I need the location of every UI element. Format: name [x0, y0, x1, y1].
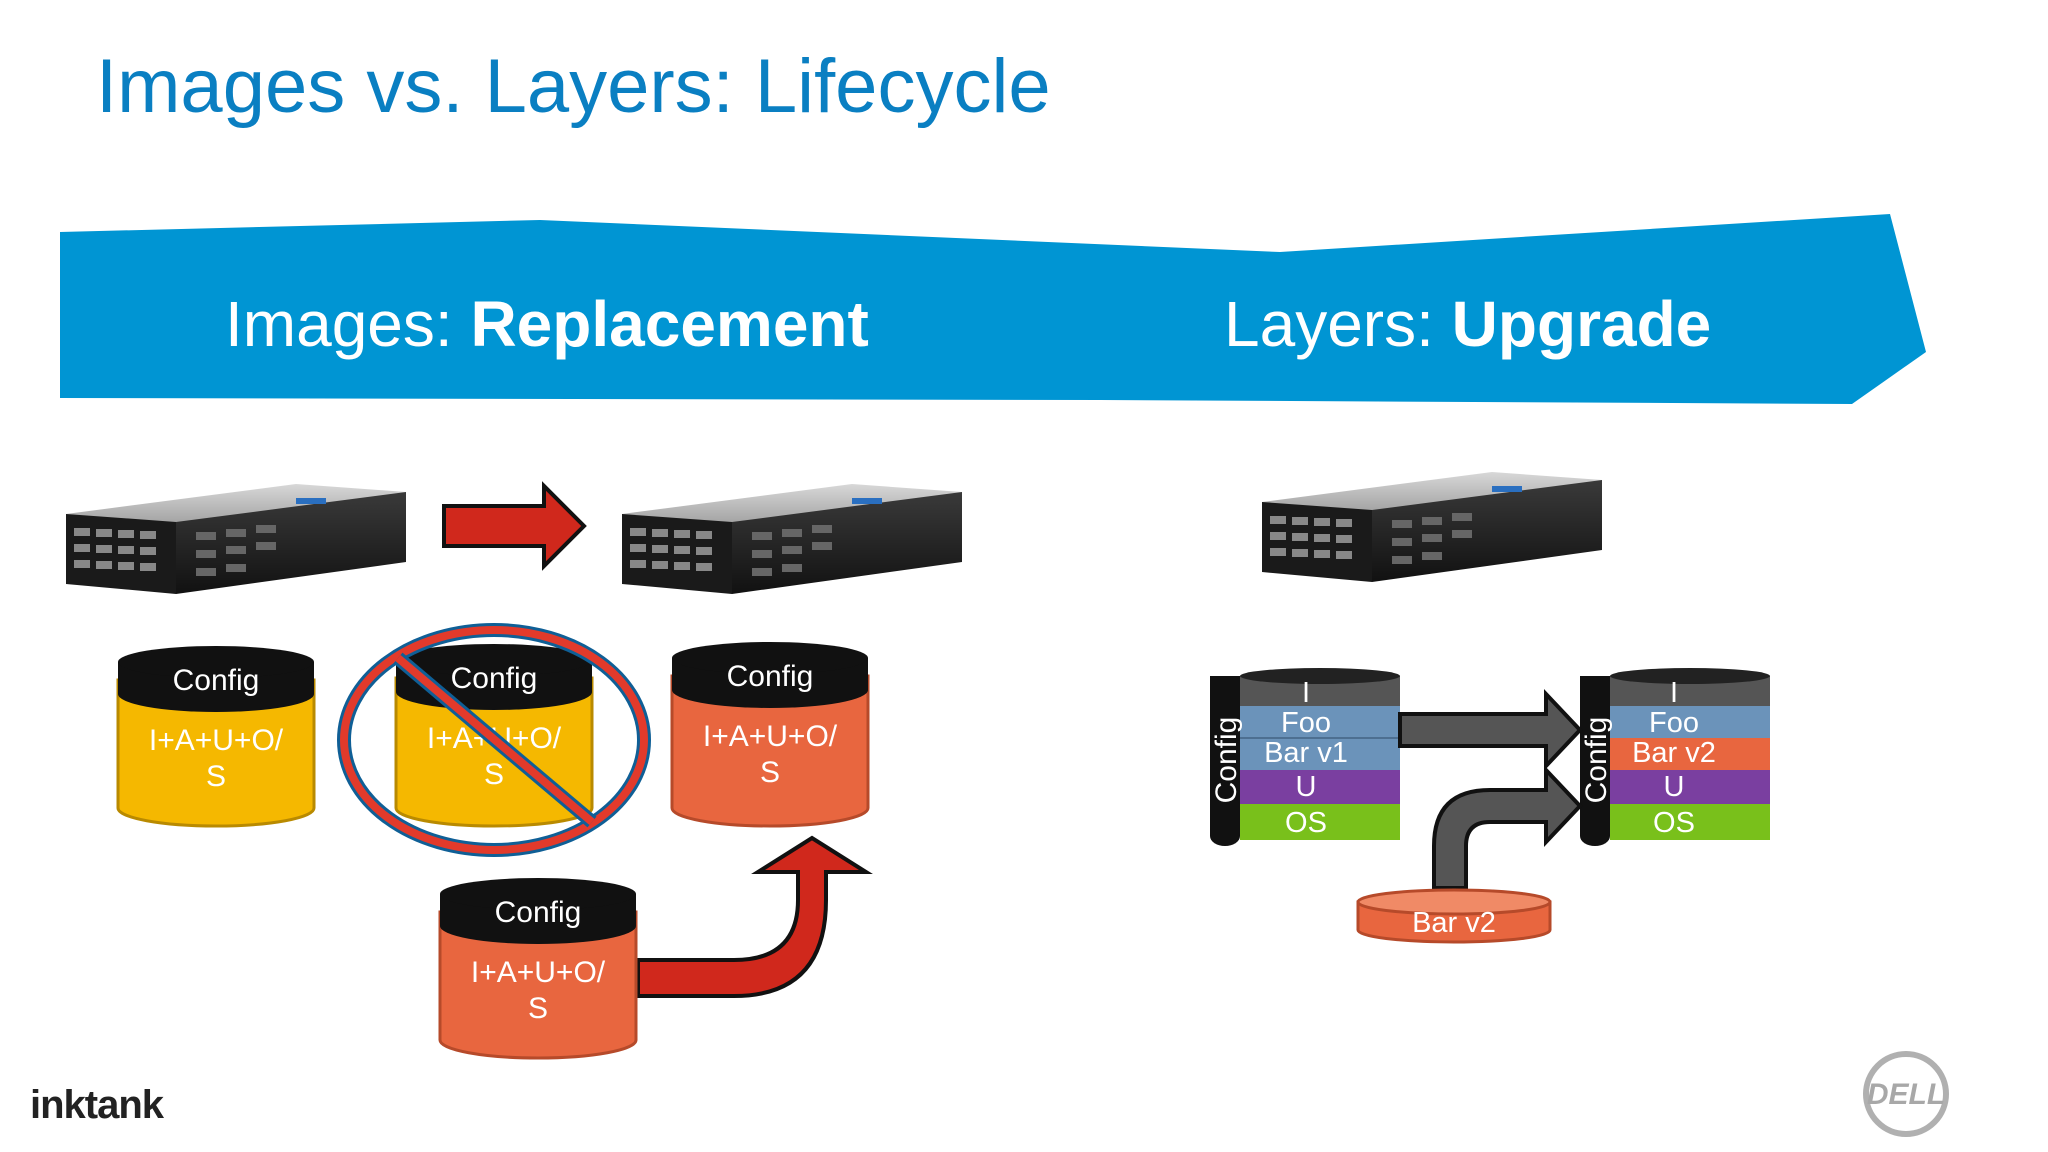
stack-before-side-label: Config — [1210, 717, 1243, 804]
stack-after-side-label: Config — [1580, 717, 1613, 804]
replace-arrow-right — [442, 481, 587, 571]
server-right — [1262, 472, 1602, 582]
banner-images-label: Images: Replacement — [225, 288, 869, 360]
drum-replacement: Config I+A+U+O/ S — [670, 642, 870, 828]
lifecycle-banner — [60, 214, 1926, 404]
server-left — [66, 484, 406, 594]
stack-after-layer-3: U — [1664, 771, 1685, 803]
patch-disk: Bar v2 — [1356, 888, 1552, 944]
banner-layers-label: Layers: Upgrade — [1224, 288, 1711, 360]
drum-crossed: Config I+A+U+O/ S — [337, 623, 651, 857]
server-middle — [622, 484, 962, 594]
drum-replacement-line1: I+A+U+O/ — [703, 720, 838, 753]
stack-after-layer-0: I — [1670, 677, 1678, 709]
drum-original-line2: S — [206, 760, 226, 793]
layer-stack-after: Config I Foo Bar v2 U OS — [1580, 668, 1770, 846]
stack-before-layer-3: U — [1296, 771, 1317, 803]
drum-crossed-line2: S — [484, 758, 504, 791]
stack-after-layer-2: Bar v2 — [1632, 737, 1716, 769]
patch-disk-label: Bar v2 — [1412, 907, 1496, 939]
stack-before-layer-0: I — [1302, 677, 1310, 709]
drum-incoming: Config I+A+U+O/ S — [438, 878, 638, 1060]
stack-before-layer-2: Bar v1 — [1264, 737, 1348, 769]
svg-text:DELL: DELL — [1867, 1078, 1945, 1111]
drum-original: Config I+A+U+O/ S — [116, 646, 316, 828]
stack-before-layer-1: Foo — [1281, 707, 1331, 739]
inktank-logo: inktank — [30, 1083, 165, 1127]
drum-incoming-line2: S — [528, 992, 548, 1025]
replace-arrow-curved — [636, 835, 873, 998]
drum-original-line1: I+A+U+O/ — [149, 724, 284, 757]
upgrade-arrow-curved — [1432, 764, 1583, 890]
drum-incoming-line1: I+A+U+O/ — [471, 956, 606, 989]
drum-incoming-top-label: Config — [495, 896, 582, 929]
drum-original-top-label: Config — [173, 664, 260, 697]
upgrade-arrow-straight — [1398, 688, 1583, 772]
drum-crossed-top-label: Config — [451, 662, 538, 695]
drum-replacement-top-label: Config — [727, 660, 814, 693]
dell-logo: DELL — [1863, 1051, 1949, 1137]
drum-replacement-line2: S — [760, 756, 780, 789]
slide-title: Images vs. Layers: Lifecycle — [96, 44, 1051, 129]
stack-after-layer-1: Foo — [1649, 707, 1699, 739]
stack-after-layer-4: OS — [1653, 807, 1695, 839]
stack-before-layer-4: OS — [1285, 807, 1327, 839]
layer-stack-before: Config I Foo Bar v1 U OS — [1210, 668, 1400, 846]
